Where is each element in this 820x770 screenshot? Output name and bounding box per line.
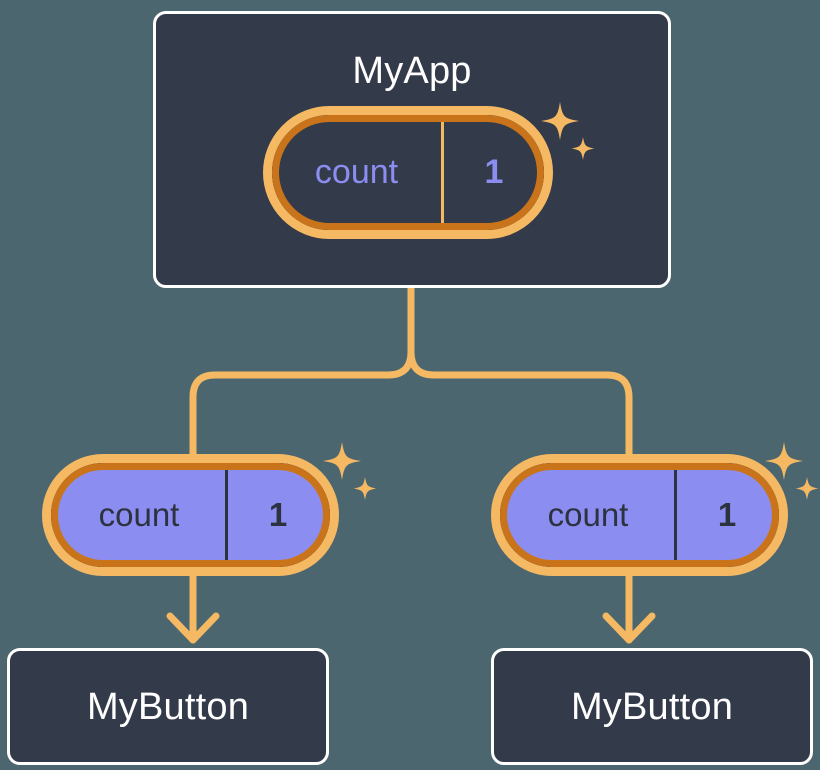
state-pill-right-wrapper: count 1 [491, 454, 788, 576]
state-value-myapp: 1 [484, 153, 504, 191]
state-value-left: 1 [268, 496, 288, 533]
state-pill-mybutton-left[interactable]: count 1 [42, 454, 339, 576]
state-pill-left-wrapper: count 1 [42, 454, 339, 576]
component-box-mybutton-right[interactable]: MyButton [491, 648, 813, 765]
connector-left-branch [189, 284, 415, 459]
component-box-mybutton-left[interactable]: MyButton [7, 648, 329, 765]
arrow-down-icon-right [602, 571, 656, 644]
state-value-right: 1 [717, 496, 737, 533]
state-pill-mybutton-right[interactable]: count 1 [491, 454, 788, 576]
component-title-mybutton-right: MyButton [570, 685, 734, 728]
state-pill-myapp[interactable]: count 1 [263, 106, 553, 239]
connector-right-branch [407, 284, 633, 459]
state-key-myapp: count [272, 115, 444, 230]
component-title-mybutton-left: MyButton [86, 685, 250, 728]
sparkle-icon [795, 477, 819, 500]
state-key-left: count [53, 465, 228, 565]
state-key-right: count [502, 465, 677, 565]
component-title-myapp: MyApp [352, 50, 472, 92]
state-pill-myapp-inner: count 1 [272, 115, 544, 230]
state-pill-myapp-wrapper: count 1 [263, 106, 553, 239]
state-pill-right-inner: count 1 [500, 463, 779, 567]
arrow-down-icon-left [166, 571, 220, 644]
state-pill-left-inner: count 1 [51, 463, 330, 567]
sparkle-icon [353, 477, 377, 500]
